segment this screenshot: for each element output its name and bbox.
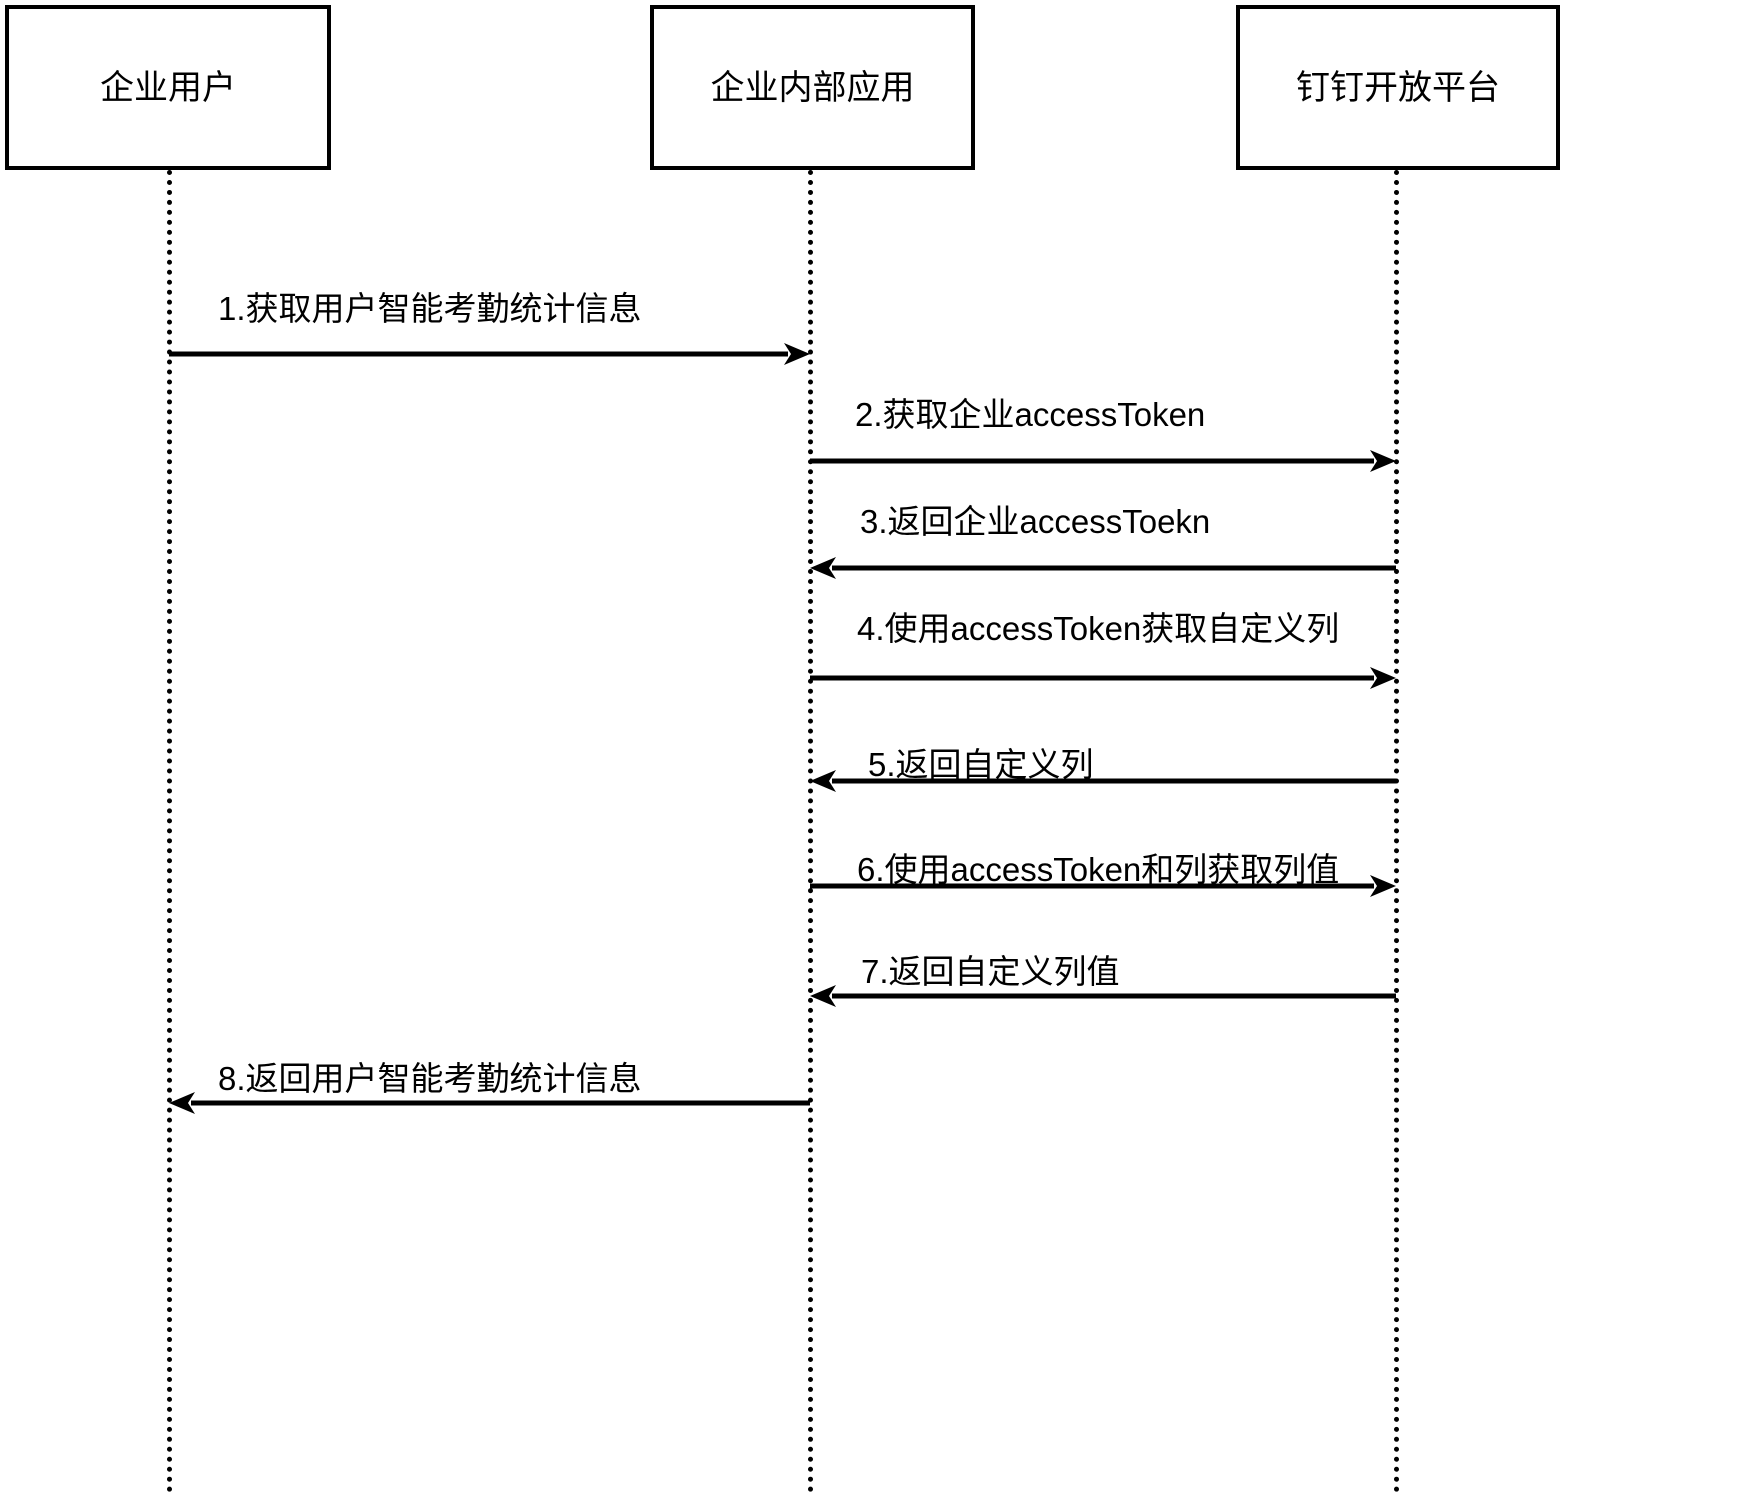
message-label-4: 4.使用accessToken获取自定义列 [857, 610, 1340, 647]
message-label-1: 1.获取用户智能考勤统计信息 [218, 290, 642, 327]
lifeline-app [808, 170, 813, 1493]
message-label-6: 6.使用accessToken和列获取列值 [857, 851, 1340, 888]
lifeline-user [167, 170, 172, 1493]
message-label-7: 7.返回自定义列值 [861, 953, 1120, 990]
participant-label-user: 企业用户 [100, 68, 236, 107]
message-label-8: 8.返回用户智能考勤统计信息 [218, 1060, 642, 1097]
message-arrow-4[interactable] [810, 663, 1396, 693]
message-arrow-3[interactable] [810, 553, 1396, 583]
message-arrow-1[interactable] [169, 339, 810, 369]
lifeline-platform [1394, 170, 1399, 1493]
message-label-3: 3.返回企业accessToekn [860, 503, 1211, 540]
participant-label-platform: 钉钉开放平台 [1296, 68, 1500, 107]
message-label-5: 5.返回自定义列 [868, 746, 1094, 783]
message-label-2: 2.获取企业accessToken [855, 396, 1206, 433]
participant-box-user[interactable]: 企业用户 [5, 5, 331, 170]
participant-label-app: 企业内部应用 [710, 68, 915, 107]
participant-box-app[interactable]: 企业内部应用 [650, 5, 975, 170]
participant-box-platform[interactable]: 钉钉开放平台 [1236, 5, 1560, 170]
message-arrow-2[interactable] [810, 446, 1396, 476]
